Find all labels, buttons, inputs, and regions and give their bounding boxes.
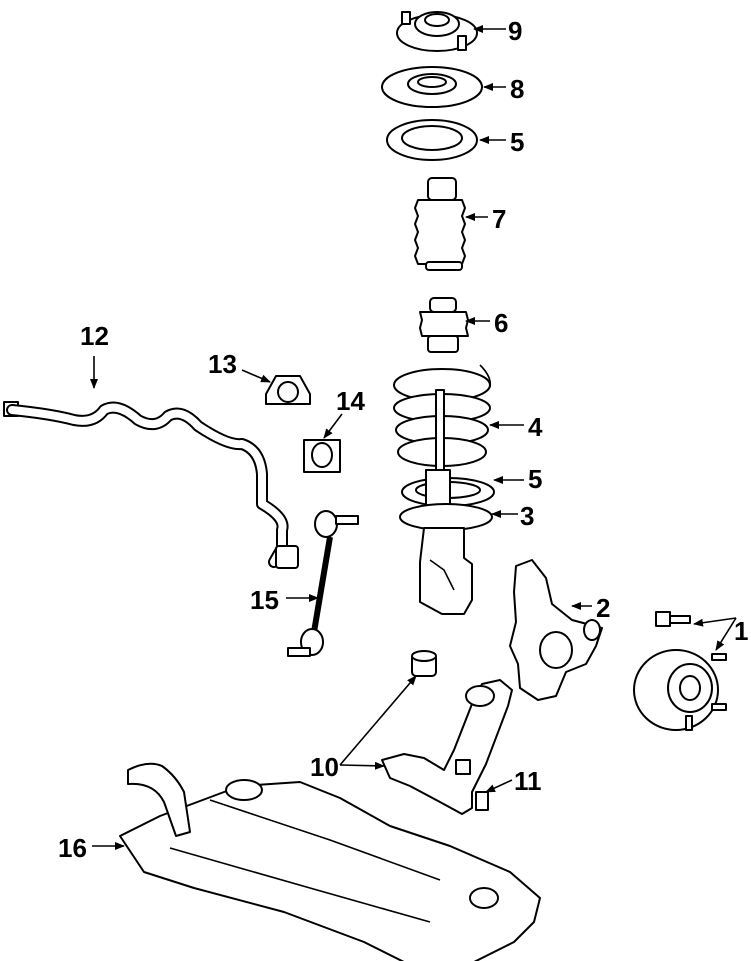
stabilizer-bar-part-12 — [3, 401, 299, 569]
dust-boot-part-7 — [414, 177, 466, 271]
engine-crossmember-part-16 — [119, 762, 541, 961]
bearing-part-8 — [381, 66, 483, 108]
callout-7: 7 — [492, 204, 506, 234]
callout-16: 16 — [58, 833, 87, 863]
callout-10: 10 — [310, 752, 339, 782]
leader-10-arm — [339, 761, 385, 770]
strut-assembly-part-3 — [399, 389, 493, 615]
strut-mount-part-9 — [396, 11, 478, 52]
stabilizer-bracket-part-13 — [265, 375, 311, 405]
lower-control-arm-part-11 — [381, 679, 513, 815]
callout-lines — [90, 25, 737, 850]
callout-9: 9 — [508, 16, 522, 46]
callout-11: 11 — [514, 766, 542, 796]
callout-5-lower: 5 — [528, 464, 542, 494]
callout-13: 13 — [208, 349, 237, 379]
stabilizer-bushing-part-14 — [303, 439, 341, 473]
bump-stop-part-6 — [419, 297, 469, 353]
leader-1-bolt — [693, 617, 737, 627]
callout-15: 15 — [250, 585, 279, 615]
spring-insulator-upper-part-5 — [386, 119, 478, 161]
control-arm-bushing-part-10 — [411, 650, 437, 677]
steering-knuckle-part-2 — [509, 559, 603, 701]
hub-bolt-part-1 — [655, 611, 691, 627]
leader-11 — [485, 779, 513, 793]
callout-14: 14 — [336, 386, 365, 416]
leader-13 — [241, 369, 271, 383]
callout-numbers: 9 8 5 7 6 4 5 3 2 1 12 13 14 15 10 11 16 — [58, 16, 748, 863]
callout-5-upper: 5 — [510, 127, 524, 157]
wheel-hub-part-1 — [633, 649, 727, 731]
leader-1-hub — [715, 617, 737, 651]
callout-6: 6 — [494, 308, 508, 338]
callout-4: 4 — [528, 412, 543, 442]
callout-12: 12 — [80, 321, 109, 351]
callout-1: 1 — [734, 616, 748, 646]
leader-14 — [323, 413, 343, 439]
callout-3: 3 — [520, 501, 534, 531]
callout-8: 8 — [510, 74, 524, 104]
leader-10-bushing — [339, 675, 417, 766]
stabilizer-link-part-15 — [287, 510, 359, 657]
callout-2: 2 — [596, 593, 610, 623]
